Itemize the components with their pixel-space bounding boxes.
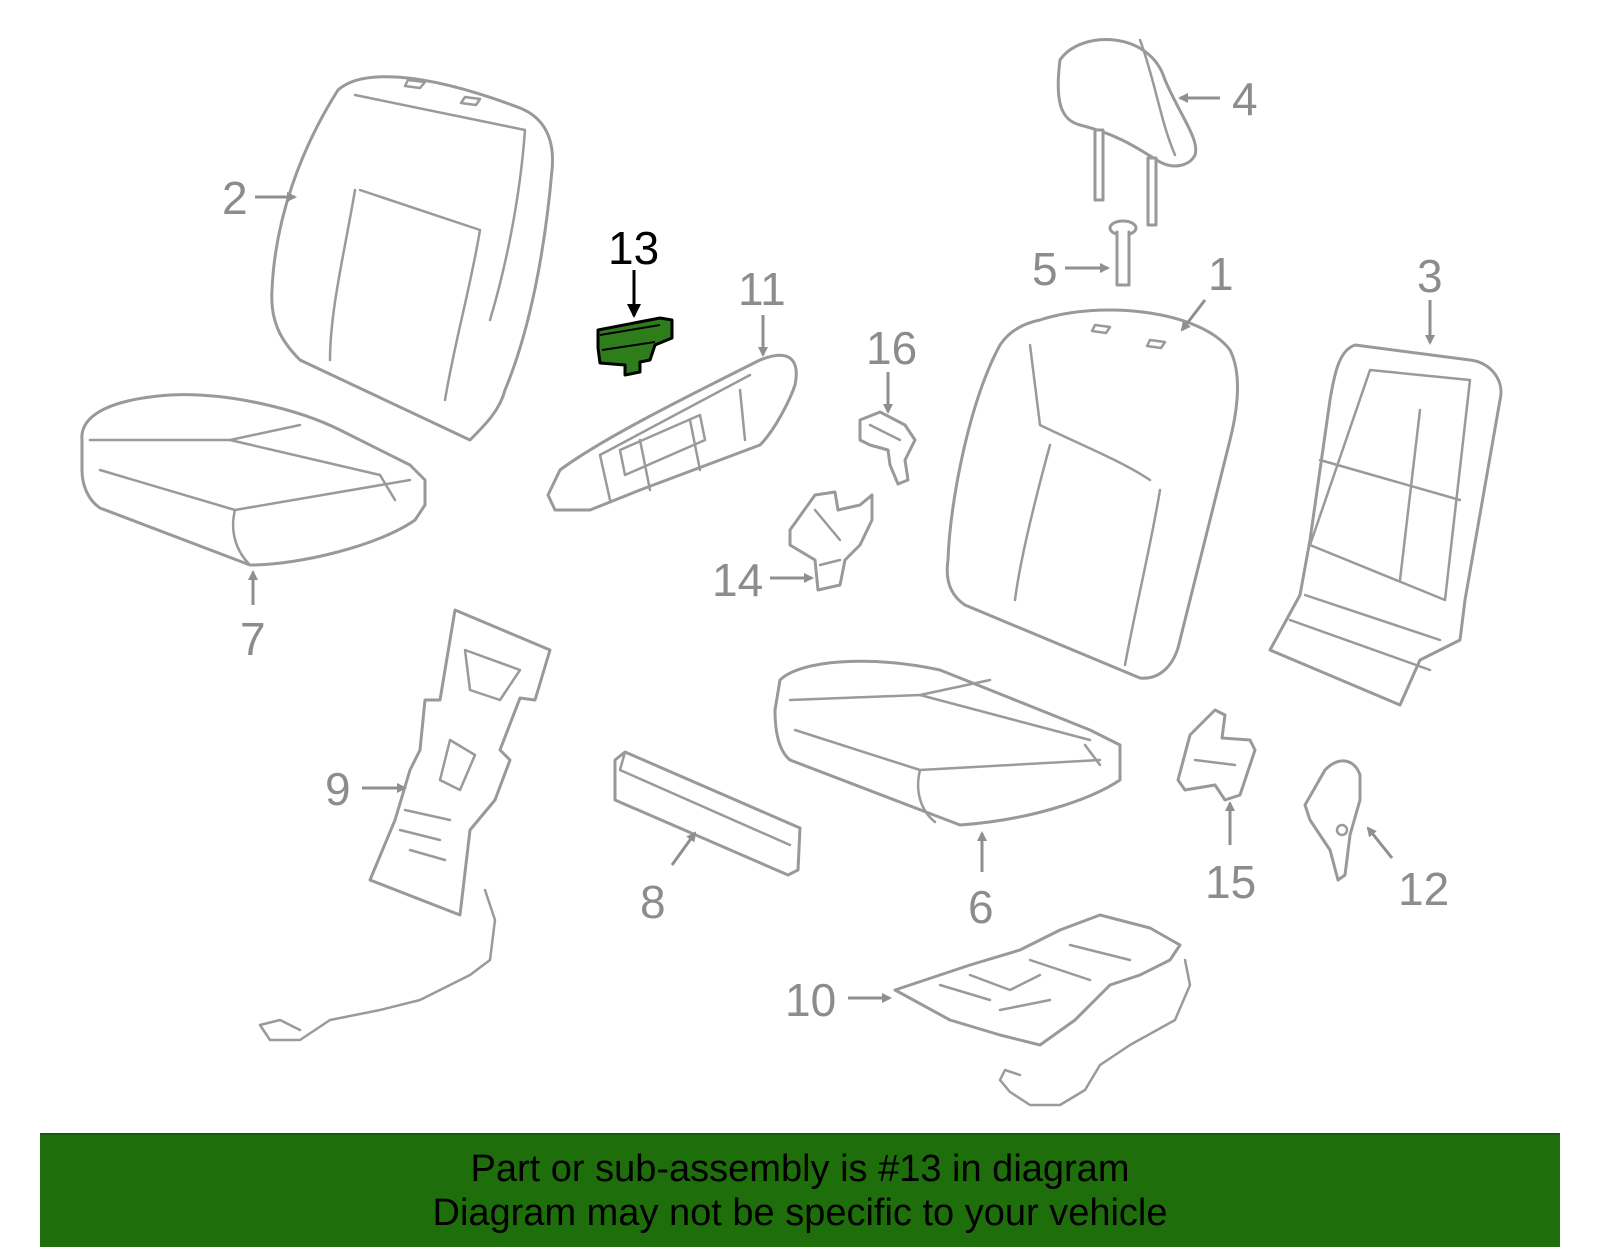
callout-group-13: 13 [608, 222, 659, 318]
callout-arrow-1 [1180, 299, 1207, 332]
part-11-side-trim [546, 353, 798, 512]
callout-group-8: 8 [640, 831, 697, 928]
callout-arrow-8 [670, 831, 697, 866]
callout-label-7: 7 [240, 613, 266, 665]
callout-group-10: 10 [785, 974, 892, 1026]
callout-label-6: 6 [968, 881, 994, 933]
callout-group-15: 15 [1205, 801, 1256, 908]
callout-label-14: 14 [712, 554, 763, 606]
callout-group-16: 16 [866, 322, 917, 414]
callout-label-1: 1 [1208, 248, 1234, 300]
callout-label-12: 12 [1398, 863, 1449, 915]
callout-group-14: 14 [712, 554, 814, 606]
callout-label-8: 8 [640, 876, 666, 928]
callout-label-9: 9 [325, 763, 351, 815]
callout-group-4: 4 [1178, 73, 1258, 125]
part-8-rod [613, 750, 802, 877]
callout-group-9: 9 [325, 763, 407, 815]
callout-label-13: 13 [608, 222, 659, 274]
part-6-seat-cushion [773, 659, 1122, 827]
callout-label-3: 3 [1417, 250, 1443, 302]
callout-group-3: 3 [1417, 250, 1443, 345]
part-9-heater-back [258, 608, 552, 1042]
part-2-seat-back-cover [270, 75, 555, 442]
part-14-bracket [788, 490, 874, 592]
part-13-highlighted [596, 316, 674, 377]
callout-group-12: 12 [1366, 826, 1449, 915]
part-16-clip [858, 410, 917, 486]
callout-group-6: 6 [968, 831, 994, 933]
callout-label-15: 15 [1205, 856, 1256, 908]
callout-label-16: 16 [866, 322, 917, 374]
banner-line-disclaimer: Diagram may not be specific to your vehi… [432, 1192, 1168, 1234]
callout-group-7: 7 [240, 570, 266, 665]
callout-label-4: 4 [1232, 73, 1258, 125]
callout-label-10: 10 [785, 974, 836, 1026]
callout-label-5: 5 [1032, 243, 1058, 295]
callout-label-2: 2 [222, 172, 248, 224]
seat-parts-diagram: 2 7 4 5 1 3 13 11 16 14 9 8 [80, 38, 1503, 1107]
part-4-headrest [1056, 38, 1198, 227]
callout-label-11: 11 [738, 263, 786, 315]
part-10-heater-cushion [893, 913, 1192, 1107]
part-12-cover [1303, 759, 1362, 882]
callout-arrow-12 [1366, 826, 1394, 859]
callout-group-11: 11 [738, 263, 786, 357]
part-1-seat-back [945, 308, 1239, 680]
callout-group-5: 5 [1032, 243, 1110, 295]
callout-group-1: 1 [1180, 248, 1234, 332]
part-3-back-panel [1268, 343, 1503, 707]
banner-line-part: Part or sub-assembly is #13 in diagram [470, 1148, 1130, 1190]
part-15-bracket [1176, 708, 1257, 802]
part-5-headrest-guide [1108, 219, 1138, 287]
info-banner: Part or sub-assembly is #13 in diagram D… [40, 1133, 1560, 1247]
part-7-seat-cushion-cover [80, 393, 427, 567]
callout-group-2: 2 [222, 172, 297, 224]
